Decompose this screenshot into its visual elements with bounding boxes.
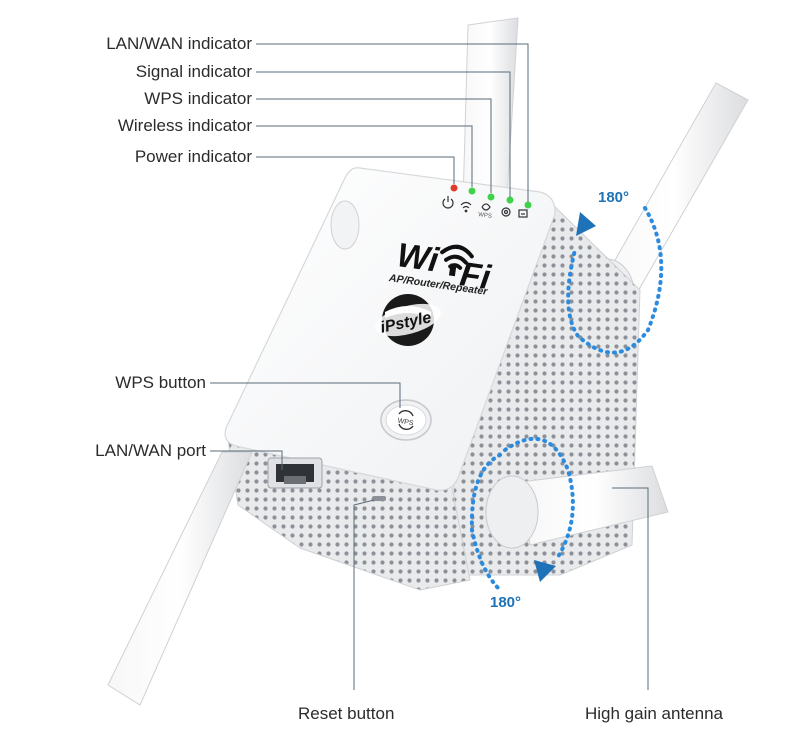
leader-power-indicator [256, 156, 455, 184]
reset-hole [372, 496, 386, 501]
leader-lines [210, 43, 649, 690]
antenna-lower-left [107, 451, 253, 706]
side-knob-left [330, 200, 360, 250]
callout-wps-button: WPS button [115, 373, 206, 392]
leader-lan-wan-port [210, 450, 283, 470]
rotation-arrow-top [576, 212, 596, 236]
brand-badge: iPstyle [374, 294, 442, 346]
callout-power-indicator: Power indicator [134, 147, 252, 166]
lan-wan-led [524, 201, 532, 209]
callout-signal-indicator: Signal indicator [135, 62, 252, 81]
signal-led [506, 196, 514, 204]
lan-icon [518, 209, 528, 218]
wps-led [487, 193, 495, 201]
rotation-arc-bottom [503, 436, 575, 562]
power-led [450, 184, 458, 192]
wps-led-label: WPS [478, 212, 492, 220]
led-icons [442, 196, 528, 218]
wps-button-label: WPS [397, 418, 414, 428]
lan-port [267, 457, 323, 489]
leader-wps-indicator [256, 98, 492, 193]
callout-wireless-indicator: Wireless indicator [117, 116, 252, 135]
wps-refresh-icon [398, 410, 414, 430]
antenna-lower-right-hinge [485, 475, 539, 549]
rotation-arc-top [566, 206, 664, 355]
leader-high-gain-antenna [612, 487, 649, 690]
rotation-arrow-bottom [534, 560, 556, 582]
wireless-icon [460, 201, 472, 213]
leader-lan-wan-indicator [256, 43, 529, 202]
leader-wps-button [210, 382, 401, 408]
rotation-label-bottom: 180° [490, 594, 522, 611]
callout-lan-wan-indicator: LAN/WAN indicator [106, 34, 252, 53]
power-icon [442, 196, 454, 209]
wps-button-graphic: WPS [380, 399, 432, 441]
leader-reset-button [353, 499, 375, 690]
wifi-logo-right: Fi [458, 255, 495, 297]
rotation-label-top: 180° [598, 189, 630, 206]
wifi-logo-left: Wi [395, 236, 443, 280]
wireless-led [468, 187, 476, 195]
callout-reset-button: Reset button [298, 704, 395, 723]
led-row [450, 184, 532, 209]
callout-high-gain-antenna: High gain antenna [585, 704, 724, 723]
callout-wps-indicator: WPS indicator [144, 89, 252, 108]
signal-gear-icon [501, 207, 511, 217]
leader-signal-indicator [256, 71, 511, 197]
wps-lock-icon [481, 203, 491, 211]
rotation-arc-bottom-left [469, 453, 502, 592]
leader-wireless-indicator [256, 125, 473, 187]
callout-lan-wan-port: LAN/WAN port [95, 441, 206, 460]
